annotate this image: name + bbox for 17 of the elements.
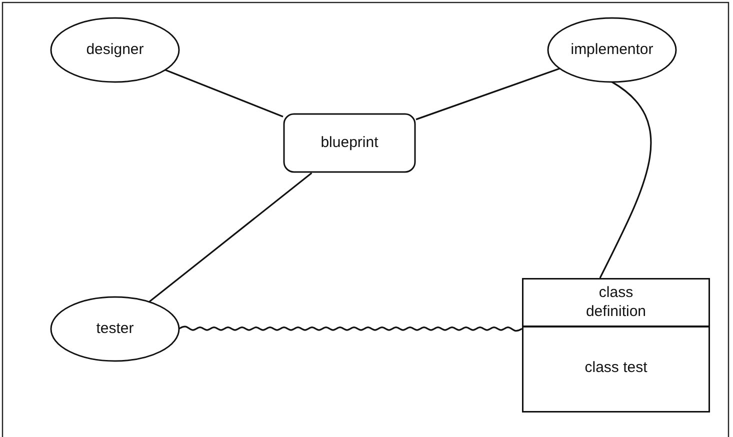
node-label: implementor <box>570 40 654 60</box>
connector-line <box>599 81 652 278</box>
node-label: tester <box>96 320 134 338</box>
node-label: class definition <box>584 284 648 322</box>
process-box <box>522 278 710 327</box>
connector-line <box>416 68 560 120</box>
ellipse-node <box>547 17 677 83</box>
node-label: blueprint <box>320 134 378 152</box>
node-label: designer <box>86 40 144 60</box>
connector-line <box>164 69 284 118</box>
connector-line <box>148 172 312 303</box>
wavy-line <box>178 326 522 332</box>
rounded-box <box>283 113 416 173</box>
ellipse-node <box>50 296 180 362</box>
node-label: class test <box>584 359 648 378</box>
ellipse-node <box>50 17 180 83</box>
process-box <box>522 326 710 412</box>
